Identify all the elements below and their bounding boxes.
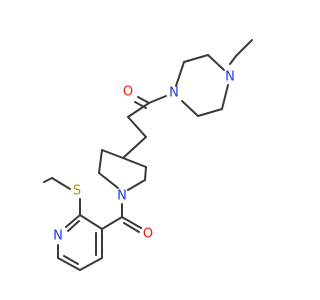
atom-n-piperazine-right: N [225,70,235,85]
atom-n-piperazine-left: N [169,86,179,101]
atom-n-pyridine: N [53,229,63,244]
bond-pz-6 [221,84,229,110]
bond-pp-4 [98,172,119,189]
atom-labels: O N N N O S N [53,70,235,244]
structure-diagram: O N N N O S N [43,39,253,271]
bond-py-1 [79,214,103,230]
bond-py-dbl-3 [67,220,80,232]
bond-chain-1 [127,102,150,118]
bond-co-lower-a [121,216,142,229]
bond-py-4 [57,257,81,271]
bond-pz-3 [175,61,185,87]
bond-pp-7 [127,179,146,191]
bond-pz-4 [181,100,199,117]
bond-pp-6 [144,166,147,181]
bond-carbonyl-ring [101,216,123,230]
bond-ethyl-ch2-n [229,55,237,65]
bond-pp-2 [101,149,124,159]
atom-s-thioether: S [73,184,81,199]
bond-chain-2 [127,116,147,138]
bond-pz-2 [183,54,209,63]
bond-co-upper-a [137,96,150,104]
bond-py-dbl-2 [63,255,79,265]
bond-carbonyl-n [148,95,167,104]
bond-py-5 [79,257,103,271]
atom-o-lower: O [143,227,153,242]
bond-pz-5 [197,108,223,117]
bond-ethyl-ch3 [235,39,253,57]
bond-pp-1 [122,136,147,159]
bond-py-2 [65,214,81,228]
atom-o-upper: O [123,85,133,100]
atom-n-piperidine: N [117,189,127,204]
bonds [43,39,253,271]
bond-pp-3 [98,149,103,174]
bond-pz-1 [207,54,225,71]
bond-s-ch3 [51,177,71,190]
bond-co-lower-b [123,222,140,233]
bond-pp-5 [122,157,147,168]
bond-s-ch3-end [43,177,53,183]
